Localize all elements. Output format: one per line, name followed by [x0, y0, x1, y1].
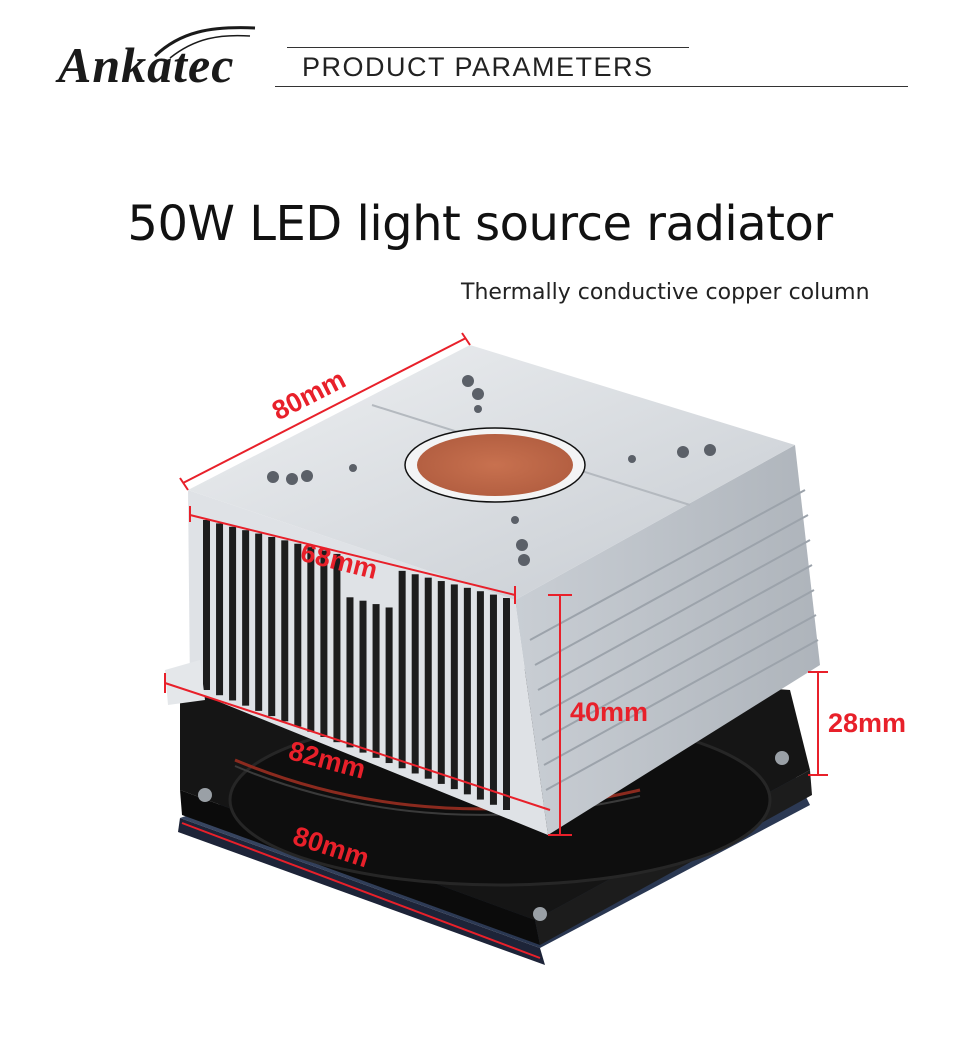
fin-slot [268, 536, 276, 717]
page-title: 50W LED light source radiator [127, 196, 833, 252]
fin-slot [294, 543, 302, 727]
fin-slot [216, 523, 224, 696]
header-rule-top [287, 47, 689, 48]
fin-slot [424, 577, 432, 779]
fin-slot [385, 607, 393, 764]
header-title: PRODUCT PARAMETERS [302, 52, 654, 82]
fin-slot [281, 540, 289, 722]
fin-slot [255, 533, 263, 711]
fin-slot [346, 597, 354, 748]
fin-slot [411, 574, 419, 774]
fin-slot [503, 598, 510, 810]
fin-slot [463, 587, 471, 795]
brand-logo: Ankatec [58, 37, 235, 93]
fin-slot [372, 604, 380, 758]
fin-slot [203, 520, 210, 690]
copper-column-callout: Thermally conductive copper column [461, 280, 870, 305]
fin-slot [229, 526, 237, 701]
heatsink-side [515, 445, 820, 835]
fin-slot [450, 584, 458, 790]
fin-slot [359, 600, 367, 753]
fin-slot [476, 591, 484, 800]
fin-slot [489, 594, 497, 805]
heatsink-top [188, 345, 795, 600]
fin-slot [398, 570, 406, 769]
header-rule-bottom [275, 86, 908, 87]
fin-slot [242, 530, 250, 706]
fin-slot [437, 581, 445, 784]
dimension-fin-height: 40mm [570, 697, 649, 727]
heatsink-front-fins [165, 490, 548, 835]
fin-slot [307, 547, 315, 732]
fin-slot [320, 550, 328, 737]
logo-swoosh-icon [153, 26, 256, 59]
dimension-lines [164, 332, 828, 959]
fin-slot [333, 553, 341, 743]
dimension-fan-height: 28mm [828, 708, 907, 738]
